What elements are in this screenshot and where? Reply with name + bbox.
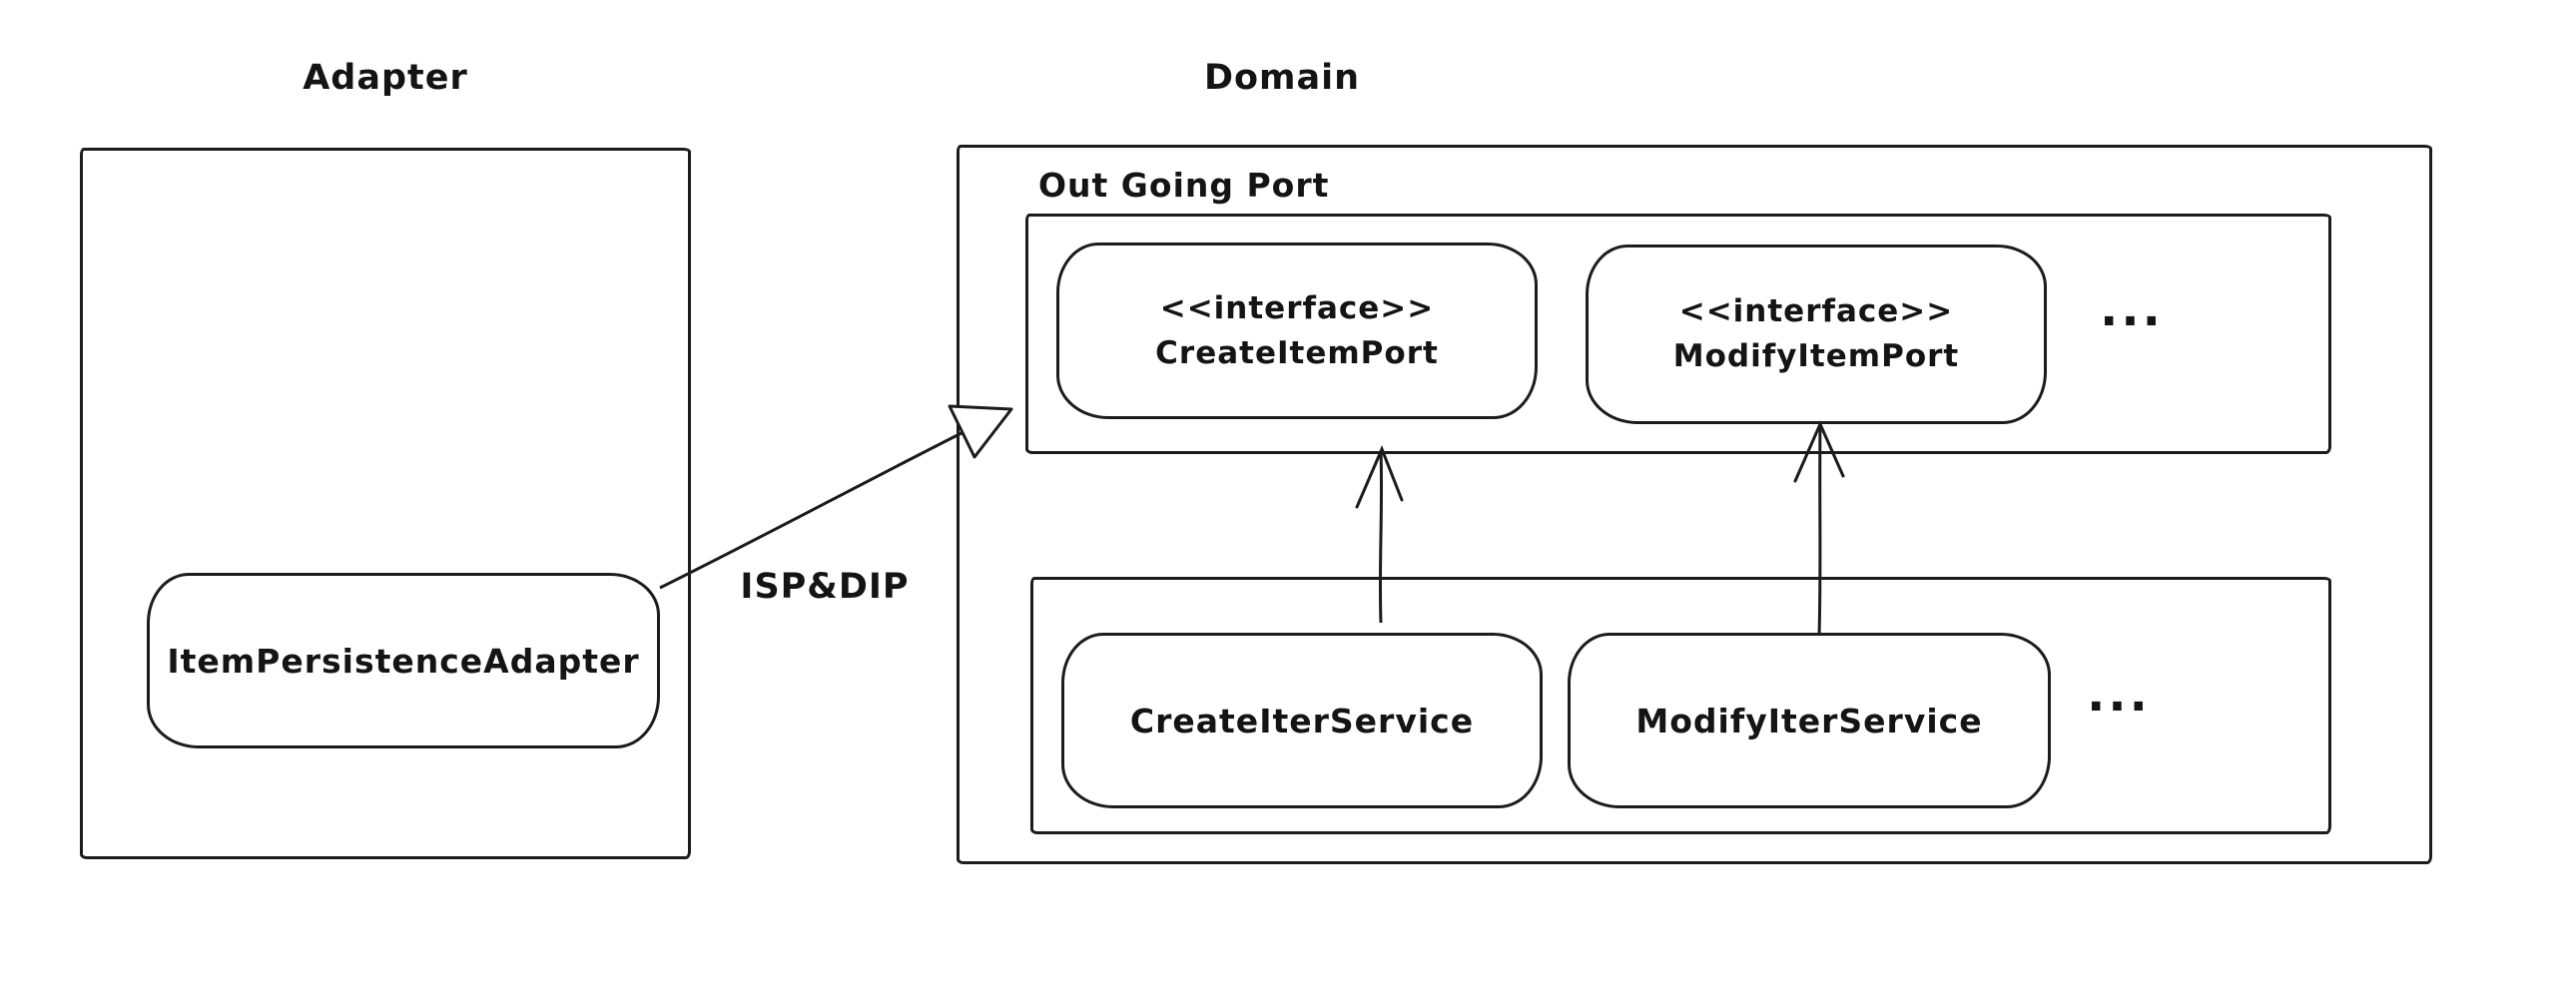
domain-title: Domain: [1203, 58, 1361, 98]
modify-item-port-node: <<interface>> ModifyItemPort: [1586, 245, 2047, 424]
out-going-port-label: Out Going Port: [1038, 166, 1330, 205]
modify-item-port-name: ModifyItemPort: [1672, 338, 1960, 374]
adapter-title: Adapter: [303, 58, 468, 98]
create-item-port-name: CreateItemPort: [1155, 334, 1439, 371]
create-item-port-stereotype: <<interface>>: [1159, 289, 1435, 326]
services-ellipsis: ...: [2087, 667, 2151, 723]
services-box: [1030, 577, 2331, 834]
item-persistence-adapter-node: ItemPersistenceAdapter: [147, 573, 660, 748]
isp-dip-label: ISP&DIP: [740, 567, 910, 607]
out-going-port-box: [1025, 214, 2331, 454]
create-item-port-node: <<interface>> CreateItemPort: [1056, 243, 1538, 419]
ports-ellipsis: ...: [2100, 281, 2164, 337]
create-iter-service-label: CreateIterService: [1129, 701, 1475, 740]
realization-arrow-shaft: [659, 431, 963, 590]
adapter-box: [80, 148, 691, 859]
modify-iter-service-node: ModifyIterService: [1568, 633, 2051, 808]
modify-iter-service-label: ModifyIterService: [1635, 701, 1983, 740]
modify-item-port-stereotype: <<interface>>: [1678, 293, 1954, 329]
item-persistence-adapter-label: ItemPersistenceAdapter: [167, 641, 640, 681]
create-iter-service-node: CreateIterService: [1061, 633, 1543, 808]
